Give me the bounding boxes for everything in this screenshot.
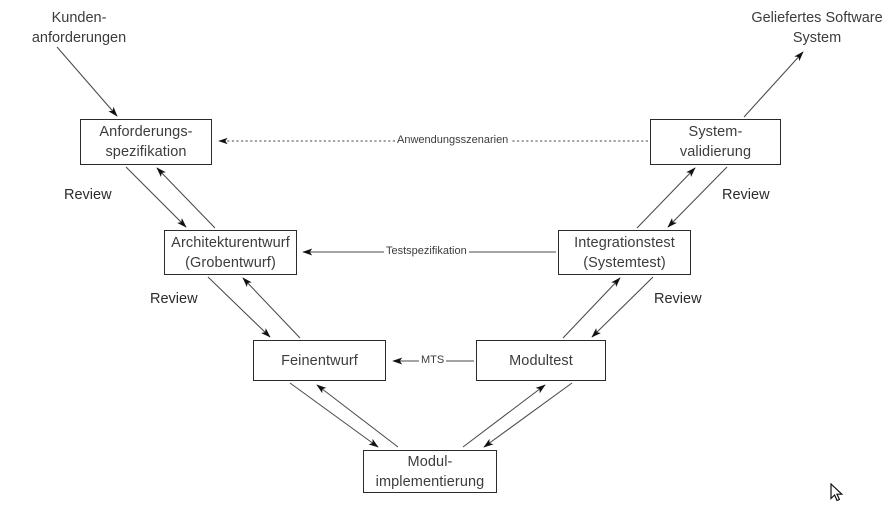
node-integrationstest[interactable]: Integrationstest (Systemtest): [558, 230, 691, 275]
node-feinentwurf[interactable]: Feinentwurf: [253, 340, 386, 381]
edge-label-testspezifikation: Testspezifikation: [384, 245, 469, 257]
edge-modulimplementierung-to-modultest: [462, 384, 546, 448]
edge-kundenanforderungen-to-anforderungsspezifikation: [56, 46, 118, 117]
edge-modultest-to-modulimplementierung: [483, 382, 573, 448]
edge-systemvalidierung-to-geliefertes-system: [743, 51, 804, 118]
label-review-right-bottom: Review: [654, 291, 702, 307]
node-anforderungsspezifikation[interactable]: Anforderungs- spezifikation: [80, 119, 212, 165]
mouse-cursor-icon: [830, 483, 844, 502]
edge-modulimplementierung-to-feinentwurf: [316, 384, 399, 448]
edge-label-mts: MTS: [419, 354, 447, 366]
edge-feinentwurf-to-modulimplementierung: [289, 382, 379, 448]
node-architekturentwurf[interactable]: Architekturentwurf (Grobentwurf): [164, 230, 297, 275]
edge-label-anwendungsszenarien: Anwendungsszenarien: [395, 134, 511, 146]
label-review-right-top: Review: [722, 187, 770, 203]
edge-integrationstest-to-systemvalidierung: [636, 167, 696, 229]
edge-systemvalidierung-to-integrationstest: [667, 166, 728, 228]
node-modulimplementierung[interactable]: Modul- implementierung: [363, 450, 497, 493]
label-geliefertes-software-system: Geliefertes Software System: [751, 10, 883, 46]
edge-architekturentwurf-to-feinentwurf: [207, 276, 271, 338]
edge-integrationstest-to-modultest: [591, 276, 654, 338]
label-review-left-top: Review: [64, 187, 112, 203]
edge-anforderungsspezifikation-to-architekturentwurf: [125, 166, 187, 228]
edge-modultest-to-integrationstest: [562, 277, 621, 339]
label-kundenanforderungen: Kunden- anforderungen: [31, 10, 127, 46]
node-systemvalidierung[interactable]: System- validierung: [650, 119, 781, 165]
node-modultest[interactable]: Modultest: [476, 340, 606, 381]
edge-feinentwurf-to-architekturentwurf: [242, 277, 301, 339]
edge-architekturentwurf-to-anforderungsspezifikation: [156, 167, 216, 229]
label-review-left-bottom: Review: [150, 291, 198, 307]
